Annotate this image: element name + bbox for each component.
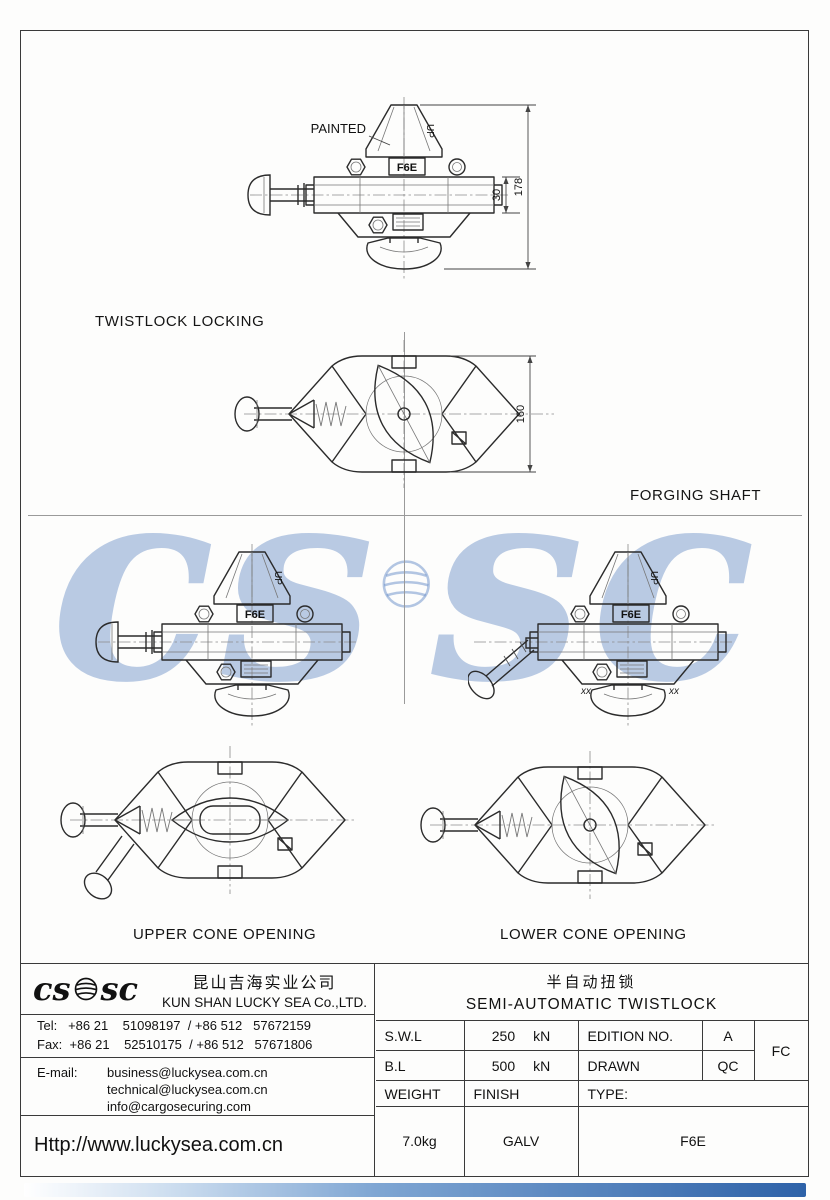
fax-line: Fax: +86 21 52510175 / +86 512 57671806 [37,1037,313,1052]
swl-value: 250 kN [464,1021,579,1051]
company-name-en: KUN SHAN LUCKY SEA Co.,LTD. [161,994,368,1010]
bl-label: B.L [375,1051,465,1081]
bl-value: 500 kN [464,1051,579,1081]
email-business: business@luckysea.com.cn [107,1065,268,1080]
drawing-plan-lower-cone [420,750,715,900]
finish-value: GALV [465,1107,579,1176]
swl-number: 250 [491,1027,516,1044]
dimension-lines [450,355,536,473]
globe-icon [74,977,97,1001]
email-label: E-mail: [37,1065,78,1080]
drawn-value: QC [702,1051,755,1081]
email-technical: technical@luckysea.com.cn [107,1082,268,1098]
sheet-centerline-vertical [404,332,405,704]
email-info: info@cargosecuring.com [107,1099,251,1115]
painted-label: PAINTED [311,121,366,136]
dim-178: 178 [513,178,525,196]
drawing-front-left [95,543,359,729]
watermark: cs sc [50,447,762,720]
dimension-lines [368,104,536,270]
sheet-border [20,30,809,1177]
dim-160: 160 [515,405,527,423]
caption-lower-cone-opening: LOWER CONE OPENING [500,926,687,943]
swl-unit: kN [533,1027,551,1044]
caption-upper-cone-opening: UPPER CONE OPENING [133,926,317,943]
drawing-plan-locking: 160 [234,339,555,489]
sheet-centerline-horizontal [28,515,802,516]
drawing-front-locking: 30 178 PAINTED [247,96,536,282]
xx-mark-right: xx [668,686,680,697]
edition-value: A [702,1021,755,1051]
bl-unit: kN [533,1057,551,1074]
drawn-label: DRAWN [578,1051,703,1081]
weight-label: WEIGHT [375,1081,465,1107]
company-logo: cs sc [33,973,161,1005]
xx-mark-left: xx [580,686,592,697]
bl-number: 500 [491,1057,516,1074]
globe-icon [382,560,430,608]
company-panel: cs sc 昆山吉海实业公司 KUN SHAN LUCKY SEA Co.,LT… [21,964,375,1177]
type-label: TYPE: [578,1081,808,1107]
drawing-front-right: xx xx [468,543,735,729]
dimension-arrows [527,356,533,472]
type-value: F6E [680,1133,706,1150]
accent-bar [24,1183,806,1197]
tel-line: Tel: +86 21 51098197 / +86 512 57672159 [37,1018,311,1034]
company-name-cn: 昆山吉海实业公司 [192,974,337,992]
website-url: Http://www.luckysea.com.cn [34,1133,283,1156]
spec-panel: 半自动扭锁 SEMI-AUTOMATIC TWISTLOCK S.W.L 250… [375,964,808,1177]
edition-label: EDITION NO. [578,1021,703,1051]
dimension-arrows [503,105,531,269]
swl-label: S.W.L [375,1021,465,1051]
caption-twistlock-locking: TWISTLOCK LOCKING [95,313,265,330]
spec-table: S.W.L 250 kN EDITION NO. A FC B.L 500 kN… [375,1021,808,1176]
title-block: cs sc 昆山吉海实业公司 KUN SHAN LUCKY SEA Co.,LT… [20,963,809,1177]
product-name-en: SEMI-AUTOMATIC TWISTLOCK [465,995,718,1013]
fc-cell: FC [754,1021,808,1081]
product-name-cn: 半自动扭锁 [546,973,637,991]
caption-forging-shaft: FORGING SHAFT [630,487,762,504]
logo-text-left: cs [33,970,71,1008]
finish-label: FINISH [464,1081,579,1107]
weight-value: 7.0kg [376,1107,465,1176]
logo-text-right: sc [100,970,139,1008]
dim-30: 30 [491,189,503,201]
drawing-plan-upper-cone [60,745,355,905]
